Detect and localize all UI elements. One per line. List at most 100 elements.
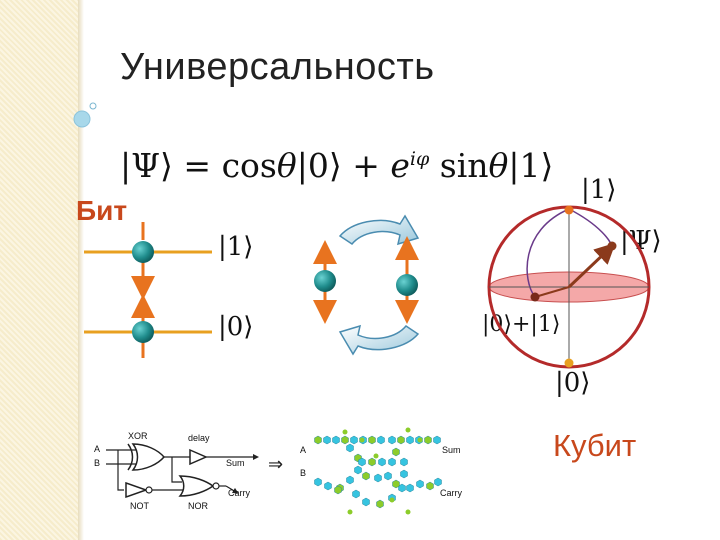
hex-cell — [376, 499, 384, 509]
hex-cell — [332, 435, 340, 445]
hex-cell — [434, 477, 442, 487]
hex-cell — [392, 479, 400, 489]
hex-cell — [341, 435, 349, 445]
formula-theta-2: θ — [488, 146, 509, 185]
formula-psi-ket: |Ψ⟩ — [120, 146, 173, 185]
hex-cell — [350, 435, 358, 445]
mol-label-a: A — [300, 445, 306, 455]
bit-ball-zero — [132, 321, 154, 343]
xor-gate — [131, 443, 165, 471]
bloch-north-label: |1⟩ — [581, 175, 617, 205]
hex-cell — [346, 443, 354, 453]
delay-buffer — [189, 448, 208, 466]
xor-gate-back — [127, 443, 134, 471]
state-vector — [567, 242, 616, 289]
north-pole-point — [564, 205, 574, 215]
wire-carry-arrow — [225, 485, 239, 494]
hex-cell — [323, 435, 331, 445]
formula-equals: = — [172, 146, 222, 185]
flip-ball-left — [314, 270, 336, 292]
formula-sin: sin — [429, 146, 489, 185]
logic-circuit: XOR delay A B Sum Carry NOT NOR ⇒ — [94, 431, 283, 511]
hex-cell — [354, 465, 362, 475]
hex-cell — [406, 435, 414, 445]
hex-cell — [374, 473, 382, 483]
hex-cell — [362, 497, 370, 507]
mol-label-sum: Sum — [442, 445, 461, 455]
flip-ball-right — [396, 274, 418, 296]
formula-e: e — [390, 146, 410, 185]
hex-cell — [352, 489, 360, 499]
label-not: NOT — [130, 501, 150, 511]
hex-cell — [426, 481, 434, 491]
hex-cell — [346, 475, 354, 485]
not-bubble — [145, 486, 153, 494]
qubit-label: Кубит — [553, 428, 637, 463]
meridian-arc — [526, 208, 570, 298]
bit-state-zero: |0⟩ — [218, 312, 254, 342]
formula-ket1: |1⟩ — [508, 146, 554, 185]
projection-line — [534, 286, 570, 298]
label-a: A — [94, 444, 100, 454]
bloch-south-label: |0⟩ — [555, 368, 591, 398]
not-gate — [125, 481, 149, 499]
nor-gate — [178, 475, 215, 497]
label-b: B — [94, 458, 100, 468]
label-carry: Carry — [228, 488, 250, 498]
bubble-small — [89, 102, 97, 110]
hex-node — [342, 429, 348, 435]
hex-cell — [388, 435, 396, 445]
bloch-sphere — [487, 205, 651, 369]
hex-node — [389, 497, 395, 503]
bit-state-one: |1⟩ — [218, 232, 254, 262]
formula-plus: + — [341, 146, 391, 185]
hex-cell — [368, 435, 376, 445]
mol-label-carry: Carry — [440, 488, 462, 498]
psi-point — [607, 241, 617, 251]
hex-cell — [377, 435, 385, 445]
mol-label-b: B — [300, 468, 306, 478]
formula-exponent: iφ — [409, 148, 430, 170]
formula-ket0: |0⟩ — [296, 146, 342, 185]
bit-ball-one — [132, 241, 154, 263]
hex-cell — [334, 485, 342, 495]
hex-cell — [392, 447, 400, 457]
hex-cell — [400, 469, 408, 479]
hex-node — [417, 437, 423, 443]
swirl-arrow-top — [338, 214, 420, 246]
slide-title: Универсальность — [120, 46, 435, 88]
hex-cell — [368, 457, 376, 467]
wire-a-down — [117, 450, 124, 491]
hex-node — [405, 427, 411, 433]
wire-xor-to-nor — [171, 457, 182, 483]
hex-cell — [406, 483, 414, 493]
swirl-arrow-bottom — [338, 324, 420, 356]
hex-cell — [433, 435, 441, 445]
implies-arrow: ⇒ — [268, 454, 283, 475]
hex-cell — [378, 457, 386, 467]
hex-node — [347, 509, 353, 515]
hex-node — [373, 453, 379, 459]
hex-cell — [324, 481, 332, 491]
hex-cell — [314, 477, 322, 487]
bit-diagram — [84, 222, 212, 358]
bit-label: Бит — [76, 195, 128, 226]
hex-cell — [424, 435, 432, 445]
hex-cell — [397, 435, 405, 445]
wavefunction-formula: |Ψ⟩ = cosθ|0⟩ + eiφ sinθ|1⟩ — [120, 146, 553, 185]
molecular-circuit — [314, 427, 442, 515]
side-decoration-shadow — [78, 0, 84, 540]
side-decoration — [0, 0, 78, 540]
south-pole-point — [564, 358, 574, 368]
label-delay: delay — [188, 433, 210, 443]
label-nor: NOR — [188, 501, 209, 511]
hex-cell — [384, 471, 392, 481]
hex-cell — [314, 435, 322, 445]
label-sum: Sum — [226, 458, 245, 468]
flip-cycle — [313, 214, 420, 356]
equator-point — [530, 292, 540, 302]
hex-cell — [362, 471, 370, 481]
hex-cell — [416, 479, 424, 489]
